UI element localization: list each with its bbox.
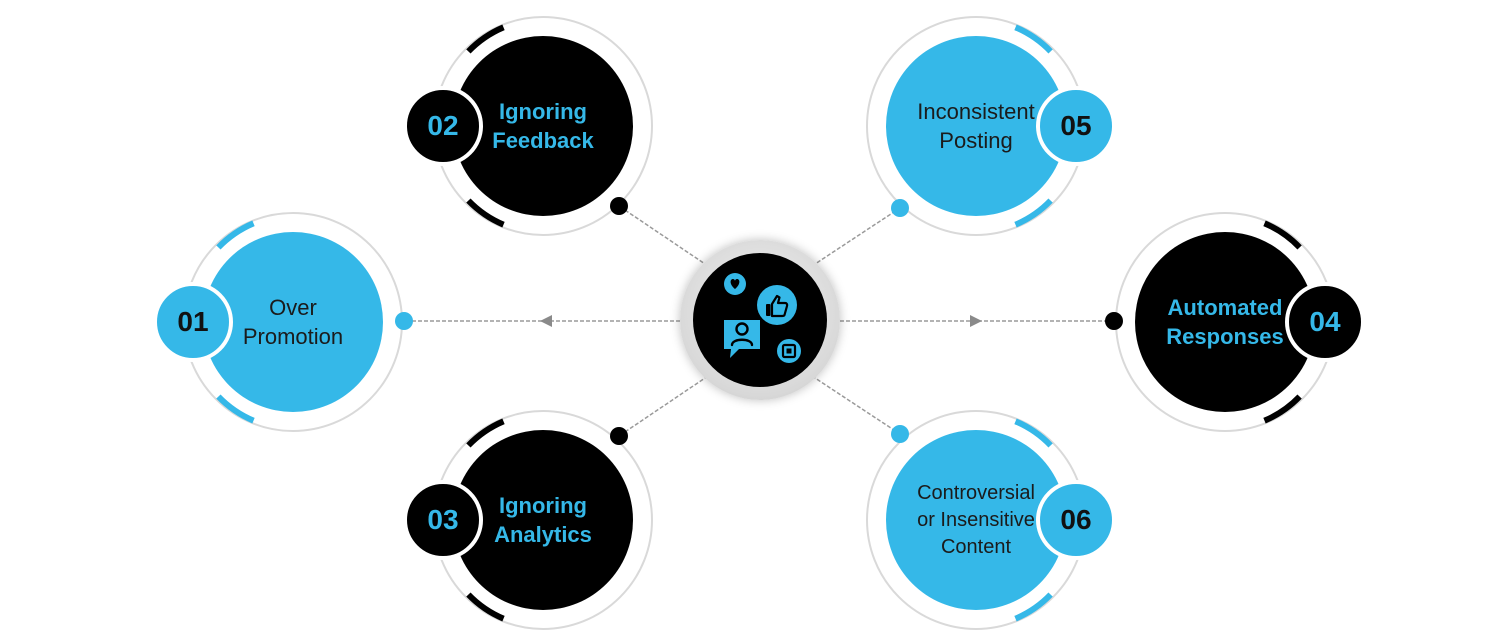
step-number-badge: 03 [403,480,483,560]
step-01-over-promotion: Over Promotion 01 [153,212,403,432]
accent-arcs [1014,418,1053,622]
connector-05 [811,207,901,267]
step-04-automated-responses: Automated Responses 04 [1115,212,1365,432]
node-label: Inconsistent Posting [917,99,1035,153]
social-media-engagement-icon [724,273,801,363]
hub-disk [693,253,827,387]
connector-dot [891,199,909,217]
node-disk: Ignoring Feedback [453,36,633,216]
node-label: Controversial or Insensitive Content [917,481,1035,558]
step-06-controversial-content: Controversial or Insensitive Content 06 [866,410,1116,630]
step-02-ignoring-feedback: Ignoring Feedback 02 [403,16,653,236]
connector-06 [811,375,901,435]
connector-dot [395,312,413,330]
node-label: Over Promotion [242,295,344,349]
arrow-right-icon [970,315,982,327]
accent-arcs [216,220,255,424]
step-03-ignoring-analytics: Ignoring Analytics 03 [403,410,653,630]
step-number-badge: 02 [403,86,483,166]
accent-arcs [1014,24,1053,228]
connector-dot [891,425,909,443]
node-label: Ignoring Feedback [492,99,594,153]
accent-arcs [466,24,505,228]
connector-dot [1105,312,1123,330]
connector-dot [610,427,628,445]
step-number-badge: 01 [153,282,233,362]
node-label: Ignoring Analytics [494,493,592,547]
node-label: Automated Responses [1166,295,1284,349]
node-disk: Ignoring Analytics [453,430,633,610]
accent-arcs [1263,220,1302,424]
node-disk: Over Promotion [203,232,383,412]
step-number-badge: 05 [1036,86,1116,166]
central-hub [680,240,840,400]
connector-dot [610,197,628,215]
arrow-left-icon [540,315,552,327]
step-number-badge: 04 [1285,282,1365,362]
step-number-badge: 06 [1036,480,1116,560]
accent-arcs [466,418,505,622]
